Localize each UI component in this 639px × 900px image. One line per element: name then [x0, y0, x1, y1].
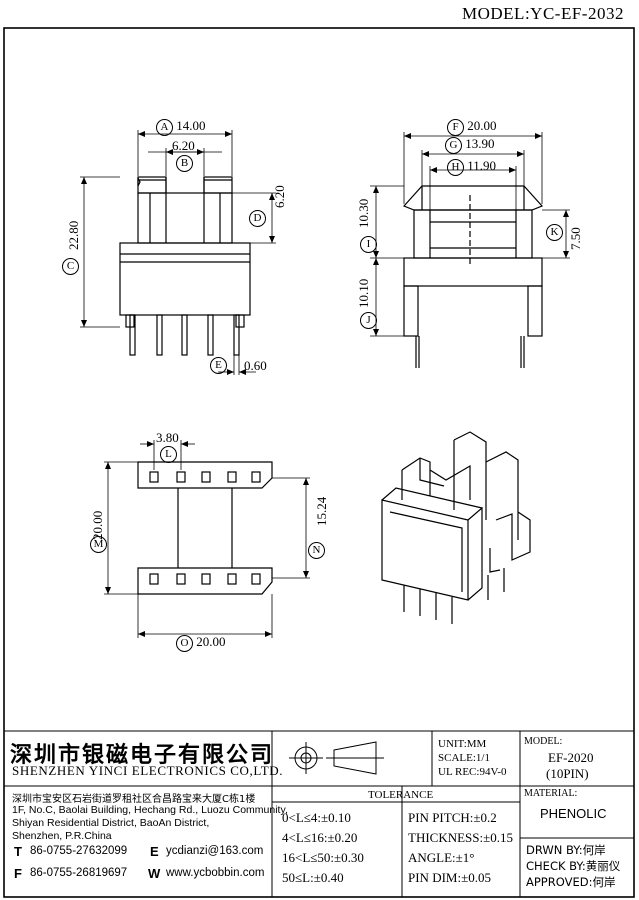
pin-count: (10PIN): [546, 766, 589, 781]
dim-M-letter: M: [90, 536, 107, 553]
web-label: W: [148, 866, 161, 881]
web-value: www.ycbobbin.com: [166, 867, 265, 879]
projection-symbol-circle: [289, 742, 323, 774]
fax-value: 86-0755-26819697: [30, 867, 128, 879]
drawing-border: [3, 27, 635, 898]
dim-O: O 20.00: [176, 634, 226, 652]
dim-H: H 11.90: [447, 158, 496, 176]
tel-value: 86-0755-27632099: [30, 845, 128, 857]
address-en-line-2: Shiyan Residential District, BaoAn Distr…: [12, 817, 210, 829]
material-value: PHENOLIC: [540, 806, 607, 821]
tolerance-3: 16<L≤50:±0.30: [282, 850, 364, 865]
side-view: [402, 185, 544, 368]
address-cn: 深圳市宝安区石岩街道罗租社区合昌路宝来大厦C栋1楼: [12, 794, 256, 805]
dim-B-value: 6.20: [172, 138, 195, 153]
dim-A: A 14.00: [156, 118, 206, 136]
dim-C-letter: C: [62, 258, 79, 275]
dim-I-value: 10.30: [356, 198, 371, 228]
email-value: ycdianzi@163.com: [166, 845, 264, 857]
dim-K-value: 7.50: [568, 227, 583, 250]
approved-by: APPROVED:何岸: [526, 875, 616, 889]
dim-G: G 13.90: [445, 136, 495, 154]
dim-J-value: 10.10: [356, 278, 371, 308]
tolerance-title: TOLERANCE: [368, 789, 434, 801]
tel-label: T: [14, 844, 22, 859]
pin-dim: PIN DIM:±0.05: [408, 870, 491, 885]
dim-N-value: 15.24: [314, 496, 329, 526]
model-label: MODEL:: [524, 736, 563, 747]
material-label: MATERIAL:: [524, 788, 578, 799]
thickness: THICKNESS:±0.15: [408, 830, 514, 845]
dim-D-letter: D: [249, 210, 266, 227]
dim-J-letter: J: [360, 312, 377, 329]
pin-pitch: PIN PITCH:±0.2: [408, 810, 497, 825]
dim-N-letter: N: [308, 542, 325, 559]
dim-E-value: 0.60: [244, 358, 267, 373]
fax-label: F: [14, 866, 22, 881]
tolerance-4: 50≤L:±0.40: [282, 870, 344, 885]
address-en-line-1: 1F, No.C, Baolai Building, Hechang Rd., …: [12, 804, 288, 816]
unit-label: UNIT:MM: [438, 738, 487, 750]
email-label: E: [150, 844, 159, 859]
tolerance-2: 4<L≤16:±0.20: [282, 830, 358, 845]
dim-E-letter: E: [210, 357, 227, 374]
dim-B-letter: B: [176, 155, 193, 172]
front-view: [119, 176, 251, 356]
company-name-en: SHENZHEN YINCI ELECTRONICS CO,LTD.: [12, 763, 284, 778]
isometric-view: [381, 431, 531, 624]
dim-F: F 20.00: [447, 118, 497, 136]
ul-label: UL REC:94V-0: [438, 766, 507, 778]
scale-label: SCALE:1/1: [438, 752, 490, 764]
model-title: MODEL:YC-EF-2032: [462, 4, 624, 23]
tolerance-1: 0<L≤4:±0.10: [282, 810, 351, 825]
model-value: EF-2020: [548, 750, 594, 765]
dim-K-letter: K: [546, 224, 563, 241]
company-name-cn: 深圳市银磁电子有限公司: [10, 743, 275, 768]
dim-L-value: 3.80: [156, 430, 179, 445]
dim-I-letter: I: [360, 236, 377, 253]
dim-L-letter: L: [160, 446, 177, 463]
angle: ANGLE:±1°: [408, 850, 475, 865]
check-by: CHECK BY:黄丽仪: [526, 859, 621, 873]
address-en-line-3: Shenzhen, P.R.China: [12, 830, 112, 842]
bottom-view: [137, 461, 273, 595]
title-block: [4, 730, 634, 897]
projection-symbol-cone: [326, 741, 384, 775]
dim-D-value: 6.20: [272, 185, 287, 208]
dim-C-value: 22.80: [66, 220, 81, 250]
drawn-by: DRWN BY:何岸: [526, 843, 606, 857]
